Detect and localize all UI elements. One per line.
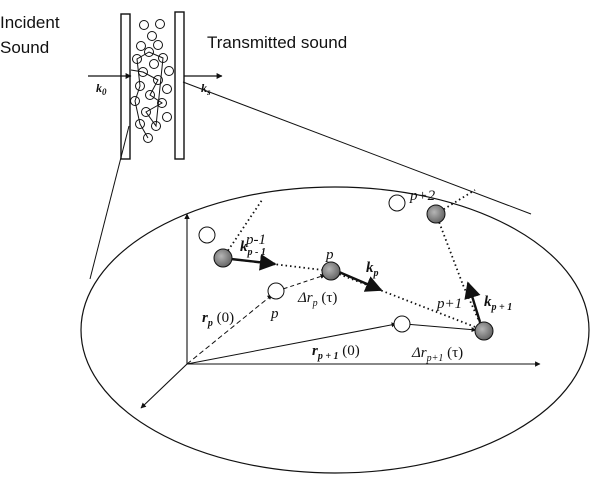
label-incident-line2: Sound — [0, 38, 49, 57]
label-p-minus-1: p-1 — [245, 232, 266, 248]
label-p-top: p — [325, 247, 334, 263]
label-r-p-0: rp (0) — [202, 310, 234, 329]
label-dr-p-plus-1: Δrp+1 (τ) — [411, 345, 463, 364]
particle-p-plus-1 — [474, 321, 494, 341]
k-p-plus-1-arrow — [464, 281, 482, 323]
label-k0: k0 — [96, 81, 107, 97]
k-p-minus-1-arrow — [230, 253, 277, 271]
label-incident-line1: Incident — [0, 13, 60, 32]
sample-slab — [88, 11, 532, 280]
particle-open-left — [198, 226, 216, 244]
label-r-p-plus-1-0: rp + 1 (0) — [312, 343, 360, 362]
coordinate-axes — [140, 213, 541, 409]
particle-p-minus-1 — [213, 248, 233, 268]
k-p-arrow — [338, 270, 383, 292]
filled-particles — [213, 204, 494, 341]
particle-p-plus-2 — [426, 204, 446, 224]
particle-ghost-p-plus-1 — [393, 315, 411, 333]
zoom-line-right — [182, 81, 532, 215]
label-p-plus-1: p+1 — [436, 296, 462, 312]
position-vectors — [186, 274, 477, 365]
label-transmitted: Transmitted sound — [207, 33, 347, 52]
slab-particles — [130, 19, 174, 143]
axis-diagonal — [140, 363, 188, 409]
dr-p-plus-1-vector — [404, 323, 477, 333]
label-ks: ks — [201, 81, 211, 97]
dr-p-vector — [276, 274, 326, 292]
particle-p — [321, 261, 341, 281]
r-p-plus-1-0-vector — [186, 322, 397, 365]
left-plate — [120, 13, 131, 160]
label-dr-p: Δrp (τ) — [297, 290, 337, 309]
particle-ghost-p — [267, 282, 285, 300]
particle-open-p-plus-2 — [388, 194, 406, 212]
wavevectors — [230, 253, 482, 323]
r-p-0-vector — [186, 294, 273, 365]
magnified-region — [80, 186, 590, 474]
zoom-line-left — [89, 125, 130, 280]
label-p-plus-2: p+2 — [409, 188, 436, 204]
label-k-p: kp — [366, 260, 379, 279]
label-k-p-minus-1: kp - 1 — [240, 239, 266, 258]
open-particles — [198, 194, 411, 333]
label-p-ghost: p — [270, 306, 279, 322]
label-k-p-plus-1: kp + 1 — [484, 294, 512, 313]
right-plate — [174, 11, 185, 160]
slab-scatter-path — [130, 51, 164, 139]
